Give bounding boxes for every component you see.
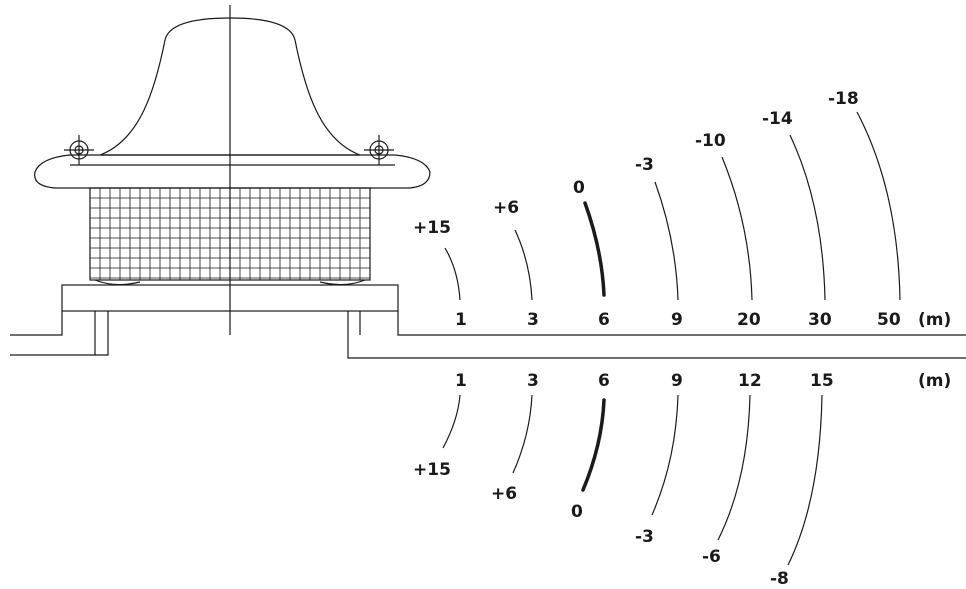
lower-level-label: +6 [491, 484, 517, 504]
upper-level-label: -14 [762, 109, 793, 129]
upper-distance-label: 6 [598, 310, 610, 330]
lower-isoline-9 [651, 394, 679, 516]
upper-distance-label: 3 [527, 310, 539, 330]
lower-level-label: -3 [635, 527, 654, 547]
lower-distance-label: 9 [671, 371, 683, 391]
lower-distance-label: 1 [455, 371, 467, 391]
lower-level-label: +15 [413, 460, 451, 480]
lower-unit-label: (m) [918, 371, 951, 391]
lower-isoline-15 [787, 394, 823, 566]
upper-level-label: -10 [695, 131, 726, 151]
lower-distance-label: 12 [738, 371, 762, 391]
roof-fan-drawing [10, 5, 966, 359]
upper-isoline-30 [789, 134, 826, 301]
roof-curb [10, 311, 966, 336]
lower-scale: 1 3 6 9 12 15 (m) +15 +6 0 -3 -6 -8 [413, 371, 951, 589]
lower-isoline-3 [512, 394, 533, 474]
upper-isoline-1 [444, 247, 461, 301]
upper-isoline-3 [514, 229, 533, 301]
lower-distance-label: 3 [527, 371, 539, 391]
upper-level-label: -18 [828, 89, 859, 109]
upper-isoline-6 [583, 201, 606, 297]
upper-level-label: +15 [413, 218, 451, 238]
lower-isoline-1 [442, 394, 461, 449]
upper-distance-label: 20 [737, 310, 761, 330]
upper-isoline-20 [721, 156, 753, 301]
upper-level-label: +6 [493, 198, 519, 218]
lower-level-label: -8 [770, 569, 789, 589]
upper-isoline-50 [856, 111, 901, 301]
lower-distance-label: 15 [810, 371, 834, 391]
lifting-eye-left [64, 135, 94, 165]
lifting-eye-right [364, 135, 394, 165]
upper-distance-label: 1 [455, 310, 467, 330]
upper-distance-label: 30 [808, 310, 832, 330]
fan-cowl [34, 154, 431, 189]
upper-distance-label: 50 [877, 310, 901, 330]
upper-scale: +15 +6 0 -3 -10 -14 -18 1 3 6 9 20 30 50… [413, 89, 951, 330]
upper-level-label: -3 [635, 155, 654, 175]
lower-distance-label: 6 [598, 371, 610, 391]
upper-distance-label: 9 [671, 310, 683, 330]
upper-unit-label: (m) [918, 310, 951, 330]
upper-level-label: 0 [573, 178, 585, 198]
lower-level-label: -6 [702, 547, 721, 567]
upper-isoline-9 [654, 181, 679, 301]
lower-isoline-6 [581, 398, 606, 492]
lower-level-label: 0 [571, 502, 583, 522]
lower-isoline-12 [717, 394, 751, 541]
